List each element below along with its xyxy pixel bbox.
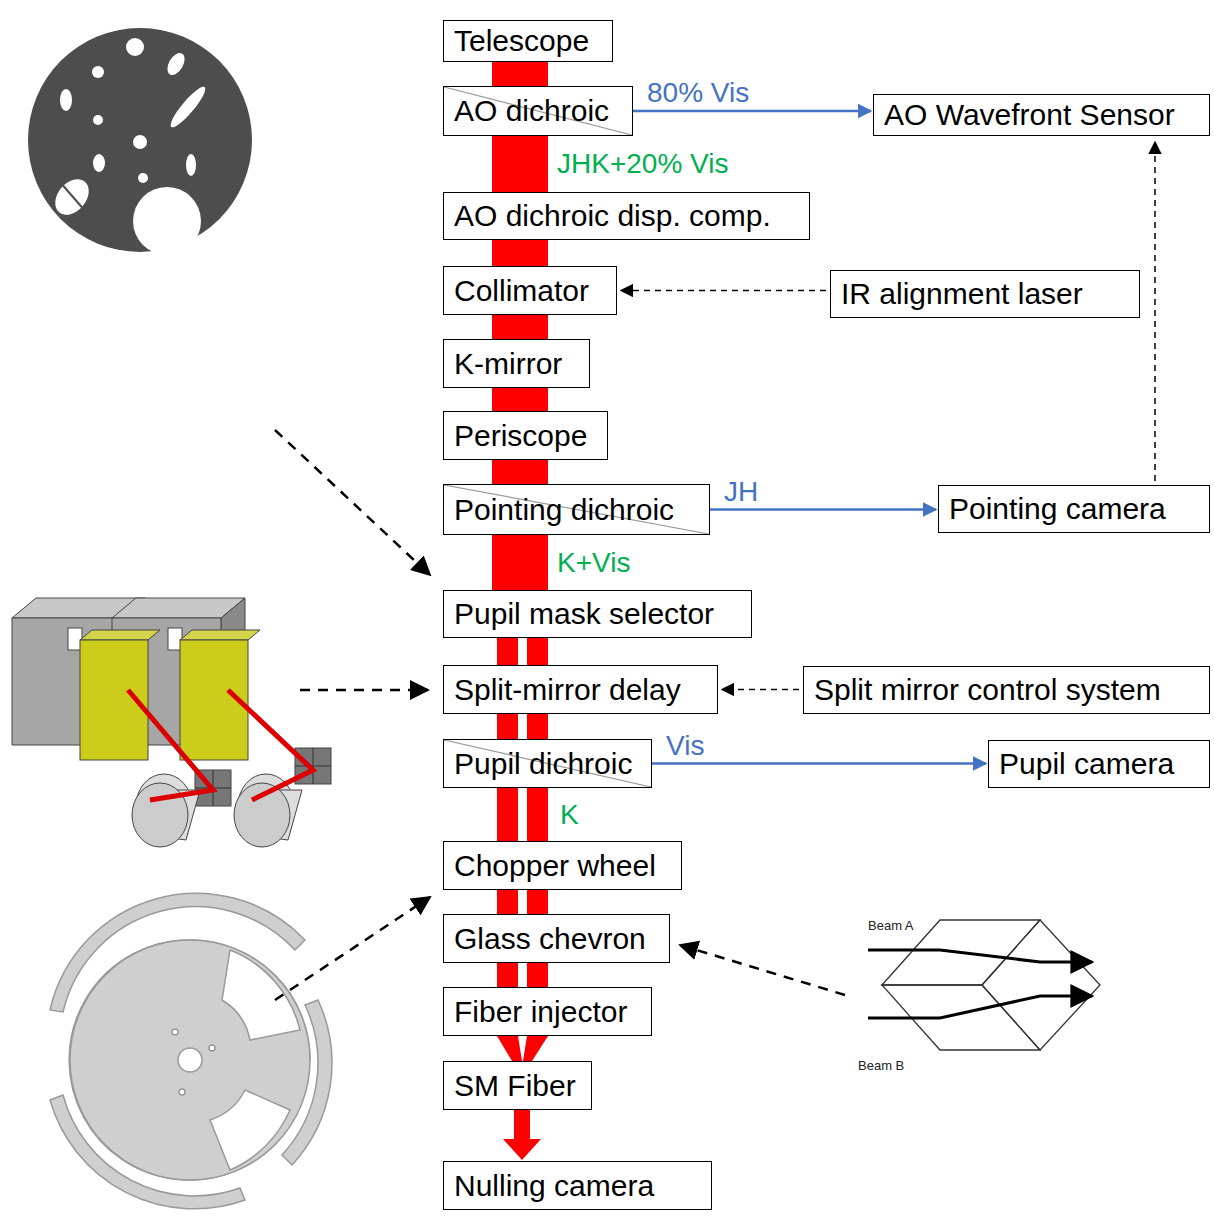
connector	[652, 763, 986, 764]
process-box: K-mirror	[443, 339, 590, 388]
box-label: AO dichroic	[454, 96, 609, 126]
process-box: Pupil mask selector	[443, 590, 752, 638]
box-label: Pointing camera	[949, 494, 1166, 524]
chopper-wheel-illustration	[50, 893, 332, 1209]
box-label: Glass chevron	[454, 924, 646, 954]
beam-label: Beam A	[868, 918, 914, 933]
connector	[492, 62, 548, 86]
process-box: Telescope	[443, 20, 613, 62]
connector	[492, 136, 548, 192]
box-label: Split-mirror delay	[454, 675, 681, 705]
process-box: Collimator	[443, 266, 617, 315]
box-label: Pointing dichroic	[454, 495, 674, 525]
process-box: AO dichroic disp. comp.	[443, 192, 810, 240]
edge-label: Vis	[666, 732, 704, 760]
box-label: AO Wavefront Sensor	[884, 100, 1175, 130]
chevron-illustration	[882, 920, 1100, 1050]
box-label: SM Fiber	[454, 1071, 576, 1101]
edge-label: JH	[724, 478, 758, 506]
connector	[633, 111, 871, 112]
box-label: Pupil camera	[999, 749, 1174, 779]
process-box: Pointing camera	[938, 485, 1210, 533]
connector	[497, 890, 548, 914]
process-box: Split mirror control system	[803, 666, 1210, 714]
process-box: Pupil camera	[988, 740, 1210, 788]
box-label: Collimator	[454, 276, 589, 306]
connector	[497, 714, 548, 739]
connector	[722, 689, 799, 690]
connector	[497, 963, 548, 987]
connector	[497, 1036, 548, 1061]
edge-label: JHK+20% Vis	[557, 150, 728, 178]
connector	[497, 788, 548, 841]
box-label: IR alignment laser	[841, 279, 1083, 309]
box-label: Chopper wheel	[454, 851, 656, 881]
edge-label: K	[560, 801, 579, 829]
connector	[1155, 142, 1156, 481]
process-box: AO dichroic	[443, 86, 633, 136]
box-label: Fiber injector	[454, 997, 627, 1027]
process-box: Chopper wheel	[443, 841, 682, 890]
connector	[492, 388, 548, 411]
box-label: Pupil mask selector	[454, 599, 714, 629]
edge-label: K+Vis	[557, 549, 630, 577]
box-label: Nulling camera	[454, 1171, 654, 1201]
connector	[503, 1110, 541, 1160]
box-label: Periscope	[454, 421, 587, 451]
connector	[710, 509, 936, 510]
connector	[497, 638, 548, 665]
process-box: SM Fiber	[443, 1061, 592, 1110]
process-box: Pointing dichroic	[443, 484, 710, 535]
box-label: K-mirror	[454, 349, 562, 379]
process-box: Split-mirror delay	[443, 665, 718, 714]
process-box: Nulling camera	[443, 1161, 712, 1210]
box-label: Telescope	[454, 26, 589, 56]
connector	[492, 535, 548, 590]
process-box: AO Wavefront Sensor	[873, 94, 1210, 136]
box-label: Split mirror control system	[814, 675, 1161, 705]
process-box: IR alignment laser	[830, 270, 1140, 318]
box-label: AO dichroic disp. comp.	[454, 201, 771, 231]
process-box: Pupil dichroic	[443, 739, 652, 788]
connector	[492, 315, 548, 339]
box-label: Pupil dichroic	[454, 749, 632, 779]
pupil-mask-illustration	[28, 28, 252, 255]
connector	[492, 460, 548, 484]
process-box: Fiber injector	[443, 987, 652, 1036]
process-box: Periscope	[443, 411, 608, 460]
process-box: Glass chevron	[443, 914, 670, 963]
split-mirror-illustration	[12, 598, 331, 847]
connector	[621, 290, 826, 291]
connector	[492, 240, 548, 266]
edge-label: 80% Vis	[647, 79, 749, 107]
beam-label: Beam B	[858, 1058, 904, 1073]
